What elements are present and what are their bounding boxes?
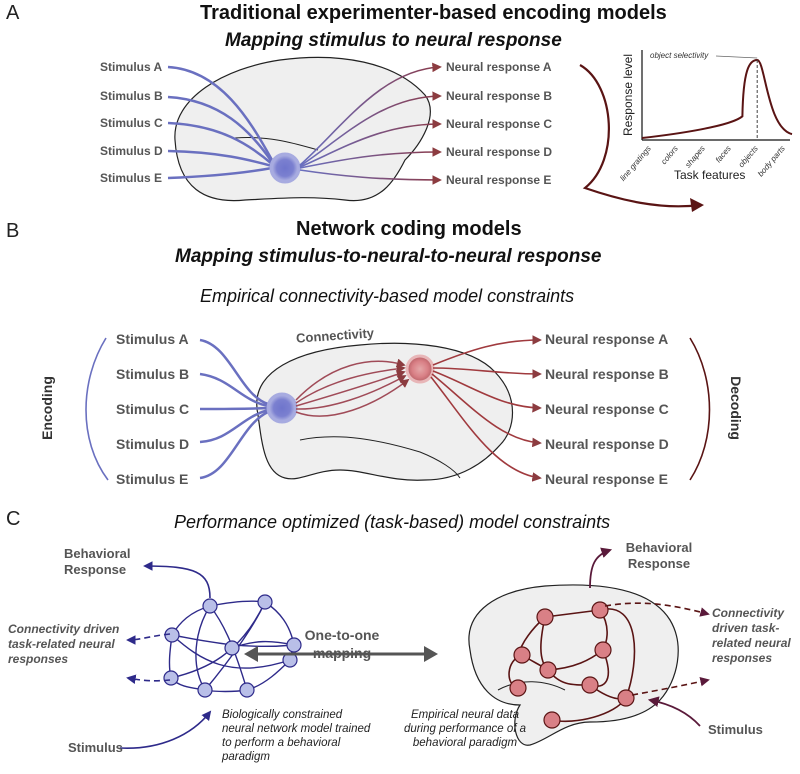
response-label-b-4: Neural response D [545, 436, 669, 452]
brain-fold-b [299, 436, 461, 479]
panel-letter-c: C [6, 508, 21, 530]
response-label-a-1: Neural response A [446, 60, 552, 74]
network-node [286, 637, 302, 653]
response-label-a-4: Neural response D [446, 145, 553, 159]
chart-x-axis-label: Task features [674, 168, 746, 182]
encoding-bracket [85, 337, 109, 481]
stimulus-label-b-3: Stimulus C [116, 401, 190, 417]
network-node [202, 598, 218, 614]
decoding-node-b [405, 354, 435, 384]
network-node [257, 594, 273, 610]
encoding-node-a [269, 152, 301, 184]
brain-fold-c [497, 681, 566, 691]
network-node [536, 608, 554, 626]
network-node [224, 640, 240, 656]
panel-a-subtitle: Mapping stimulus to neural response [225, 30, 562, 51]
network-node [581, 676, 599, 694]
network-nodes-left [163, 594, 302, 698]
network-node [163, 670, 179, 686]
stimulus-label-left: Stimulus [68, 740, 123, 755]
response-arrows-a [299, 62, 442, 185]
panel-letter-b: B [6, 220, 20, 242]
stimulus-label-a-3: Stimulus C [100, 116, 163, 130]
decoding-label: Decoding [728, 376, 744, 440]
chart-axes [641, 50, 790, 141]
empirical-data-caption: Empirical neural data during performance… [403, 709, 527, 749]
stimulus-label-b-5: Stimulus E [116, 471, 189, 487]
stimulus-label-b-1: Stimulus A [116, 331, 189, 347]
stimulus-label-a-1: Stimulus A [100, 60, 163, 74]
connectivity-arrows [295, 358, 410, 417]
stimulus-label-b-2: Stimulus B [116, 366, 190, 382]
network-node [539, 661, 557, 679]
network-node [591, 601, 609, 619]
response-label-b-1: Neural response A [545, 331, 669, 347]
panel-a-link-arrowhead [690, 198, 704, 212]
panel-b-subtitle: Mapping stimulus-to-neural-to-neural res… [175, 246, 602, 267]
network-node [513, 646, 531, 664]
response-label-b-5: Neural response E [545, 471, 668, 487]
brain-fold-a [234, 136, 319, 151]
behavioral-response-arrow-right [589, 547, 613, 589]
stimulus-arrow-right [647, 696, 701, 727]
network-node [197, 682, 213, 698]
connectivity-arrow-right-1 [604, 602, 710, 617]
panel-a-title: Traditional experimenter-based encoding … [200, 2, 667, 24]
response-curve [641, 58, 793, 139]
response-label-b-3: Neural response C [545, 401, 669, 417]
stimulus-arrow-left [119, 710, 212, 749]
panel-a-link-curve [579, 64, 701, 208]
network-node [543, 711, 561, 729]
one-to-one-mapping-arrow [244, 646, 438, 662]
brain-outline-a [174, 56, 431, 202]
panel-b-constraint: Empirical connectivity-based model const… [200, 286, 575, 306]
panel-letter-a: A [6, 2, 20, 24]
behavioral-response-arrow-left [143, 561, 211, 599]
stimulus-arrows-b [199, 338, 269, 480]
response-label-a-2: Neural response B [446, 89, 553, 103]
panel-c-title: Performance optimized (task-based) model… [174, 512, 611, 532]
chart-annotation: object selectivity [650, 51, 709, 60]
connectivity-driven-label-right: Connectivity driven task-related neural … [712, 606, 791, 665]
behavioral-response-label-right: Behavioral Response [625, 540, 693, 571]
stimulus-label-b-4: Stimulus D [116, 436, 190, 452]
encoding-node-b [266, 392, 298, 424]
annotation-leader [715, 55, 758, 59]
stimulus-label-a-5: Stimulus E [100, 171, 163, 185]
response-label-a-3: Neural response C [446, 117, 553, 131]
chart-y-axis-label: Response level [621, 53, 635, 137]
stimulus-label-a-2: Stimulus B [100, 89, 163, 103]
response-label-a-5: Neural response E [446, 173, 552, 187]
one-to-one-mapping-label: One-to-one mapping [304, 627, 380, 661]
network-node [617, 689, 635, 707]
response-arrows-b [430, 335, 542, 482]
decoding-bracket [689, 337, 711, 481]
network-node [594, 641, 612, 659]
stimulus-label-right: Stimulus [708, 722, 763, 737]
network-model-caption: Biologically constrained neural network … [222, 709, 371, 763]
connectivity-arrow-left-2 [126, 674, 171, 684]
chart-plot-area [641, 55, 793, 140]
behavioral-response-label-left: Behavioral Response [64, 546, 131, 577]
stimulus-arrows-a [167, 65, 274, 180]
encoding-label: Encoding [39, 376, 55, 440]
connectivity-arrow-right-2 [631, 676, 710, 696]
panel-b-title: Network coding models [296, 218, 522, 240]
connectivity-arrow-left-1 [126, 633, 171, 645]
connectivity-driven-label-left: Connectivity driven task-related neural … [8, 622, 120, 666]
stimulus-label-a-4: Stimulus D [100, 144, 163, 158]
response-label-b-2: Neural response B [545, 366, 669, 382]
network-nodes-right [509, 601, 635, 729]
network-node [509, 679, 527, 697]
network-node [239, 682, 255, 698]
